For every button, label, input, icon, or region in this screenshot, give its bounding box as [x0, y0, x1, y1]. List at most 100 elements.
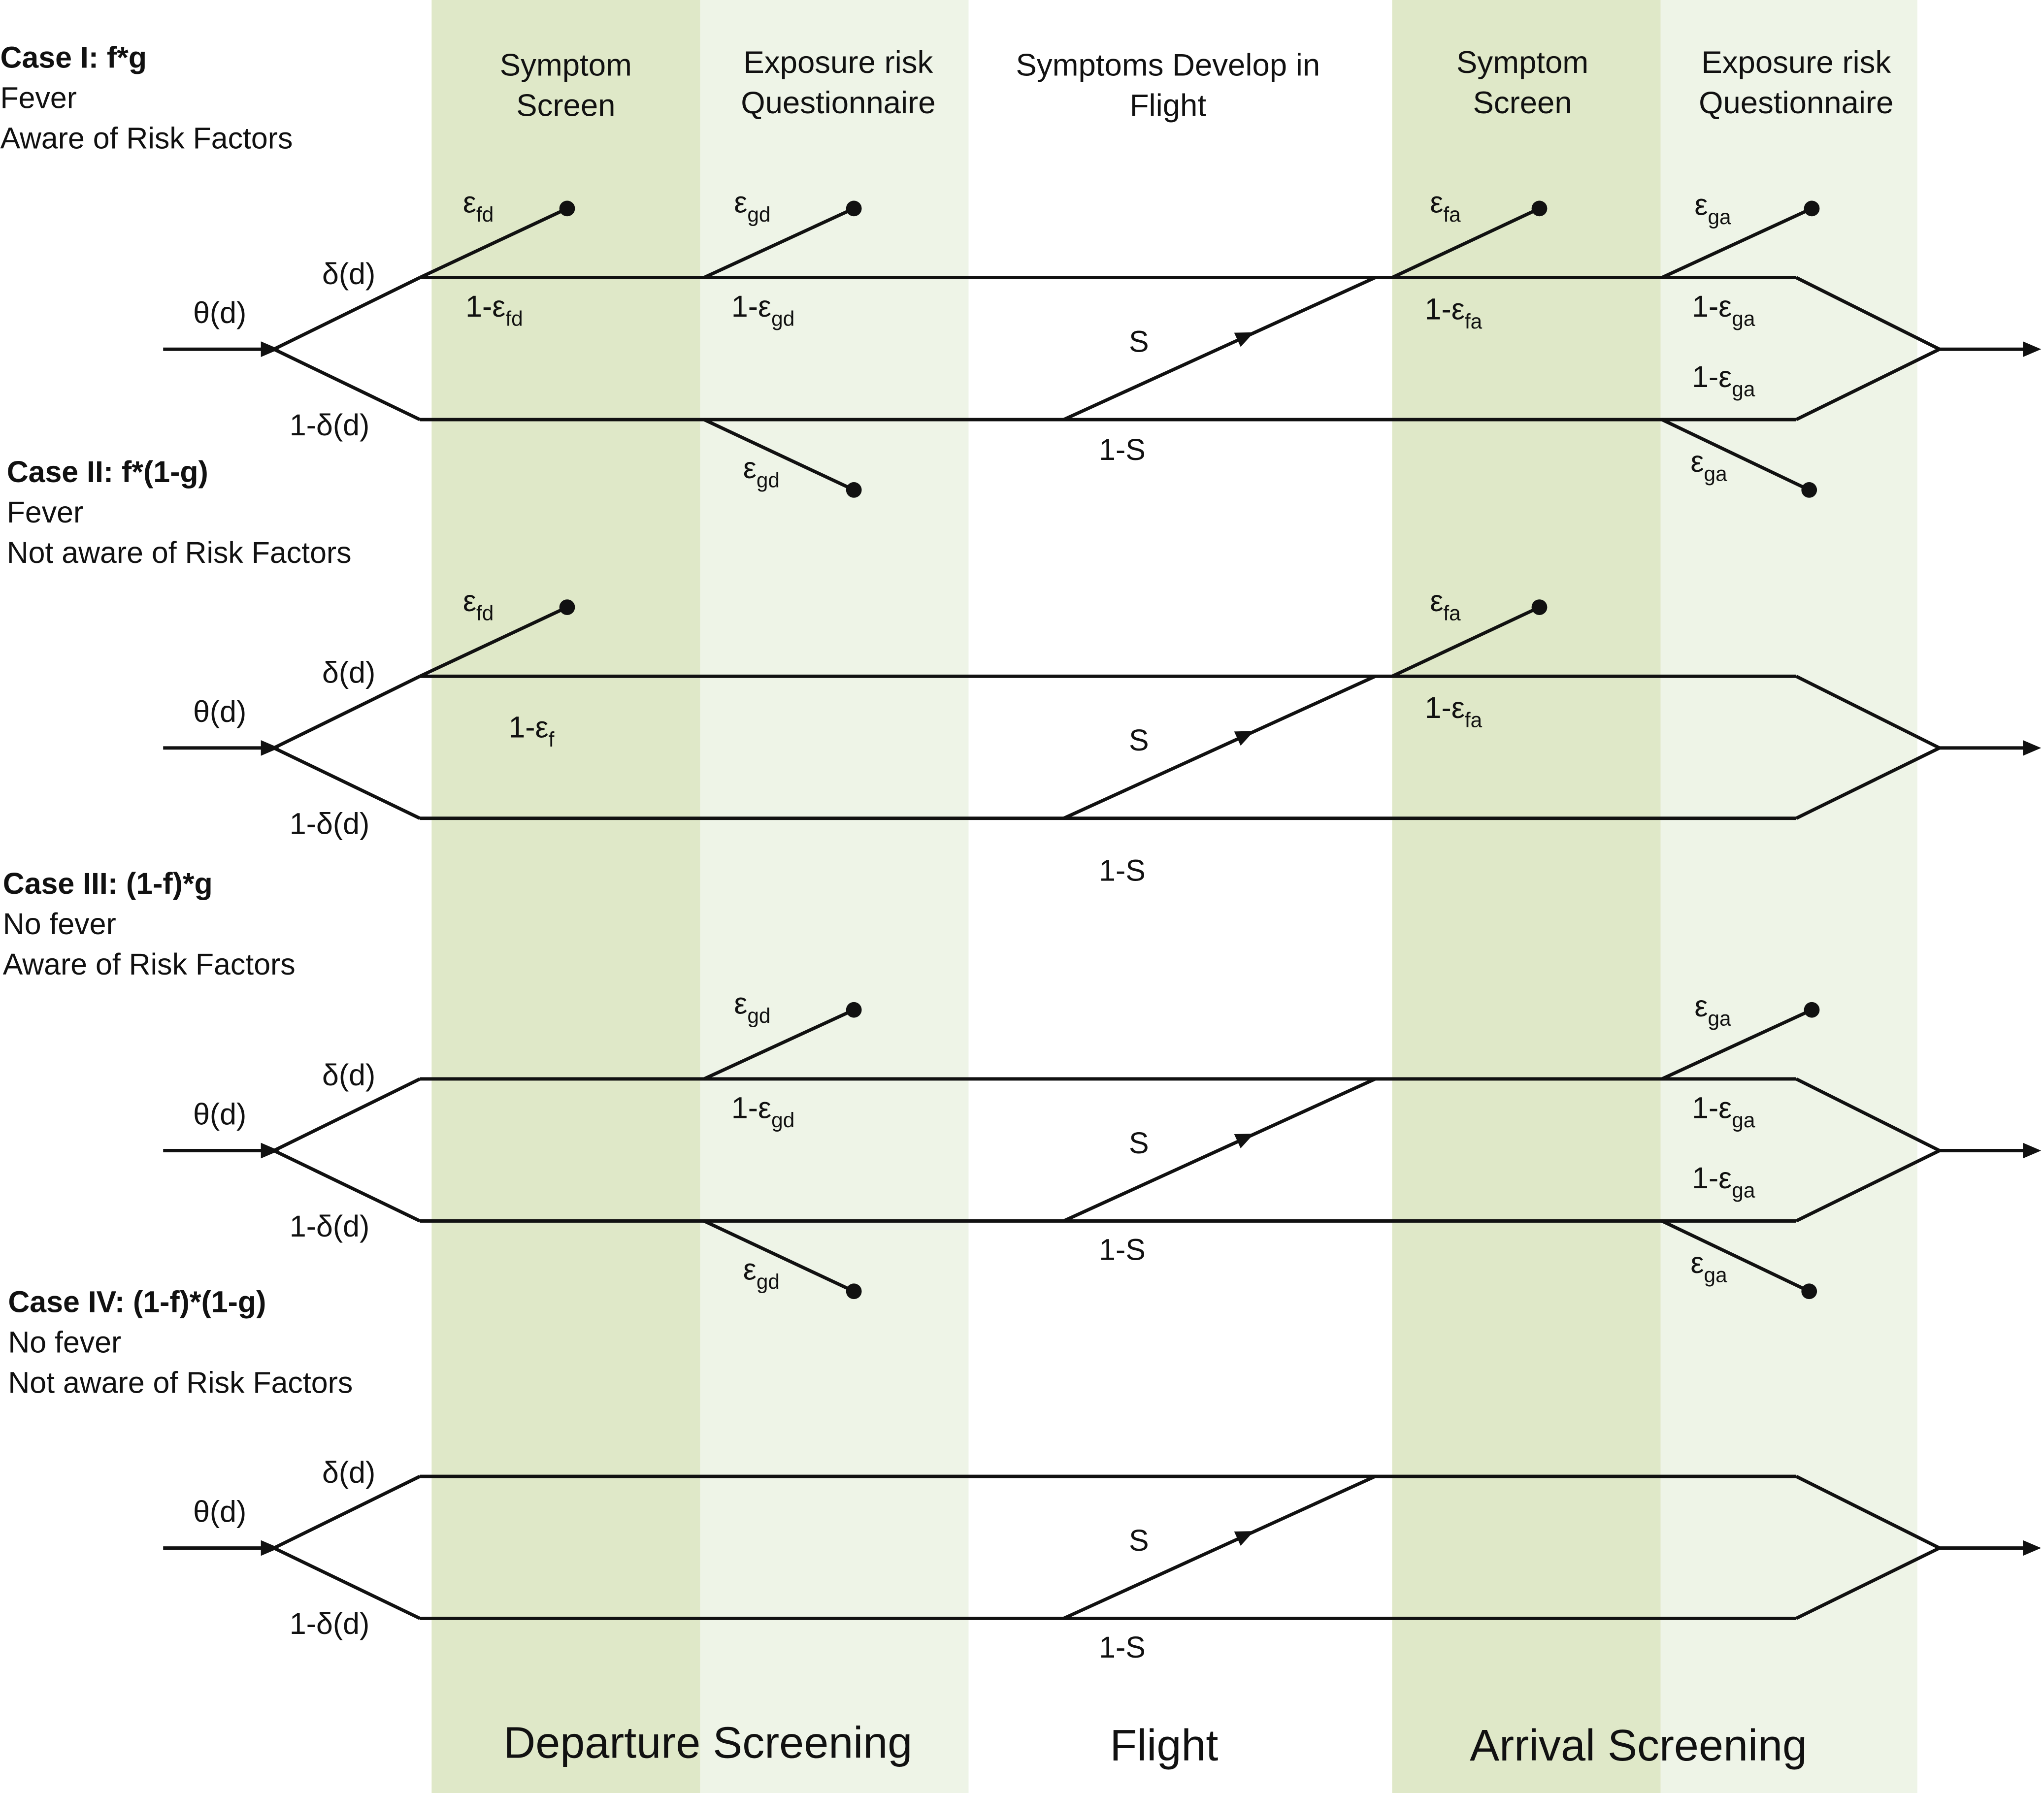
epsilon: ε [1430, 584, 1443, 618]
case-title: Case II: f*(1-g) [7, 455, 208, 489]
header-arr-symptom-2: Screen [1473, 86, 1572, 120]
subscript: gd [757, 469, 780, 492]
upper-branch [273, 1077, 421, 1152]
subscript: ga [1732, 377, 1755, 400]
eps-fa-label: εfa [1430, 185, 1461, 226]
dep-questionnaire-fail-upper [703, 207, 855, 279]
epsilon: ε [1694, 989, 1708, 1023]
subscript: fd [476, 602, 494, 625]
lower-branch [273, 348, 421, 422]
epsilon: ε [1690, 445, 1704, 478]
dep-symptom-fail-branch [419, 605, 568, 678]
epsilon: ε [734, 185, 747, 219]
subscript: ga [1708, 1007, 1731, 1030]
eps-fa-label: εfa [1430, 584, 1461, 625]
one-minus-delta-label: 1-δ(d) [290, 1209, 369, 1243]
one-minus: 1- [465, 290, 492, 323]
terminal-dot [1801, 482, 1817, 498]
one-minus-eps-fd-label: 1-εfd [465, 290, 523, 330]
epsilon: ε [1718, 1091, 1732, 1124]
subscript: gd [771, 1108, 794, 1132]
terminal-dot [846, 1283, 862, 1300]
one-minus-s-label: 1-S [1099, 1630, 1146, 1664]
subscript: ga [1732, 307, 1755, 330]
delta-label: δ(d) [322, 1456, 375, 1489]
input-arrowhead [261, 341, 279, 358]
one-minus-eps-ga-upper-label: 1-εga [1692, 290, 1755, 330]
subscript: fa [1443, 203, 1461, 226]
case-fever-status: Fever [0, 81, 77, 115]
lower-merge [1795, 1149, 1941, 1223]
subscript: gd [757, 1270, 780, 1293]
one-minus-s-label: 1-S [1099, 854, 1146, 887]
eps-fd-label: εfd [463, 584, 494, 625]
subscript: fd [476, 203, 494, 226]
one-minus-eps-ga-upper-label: 1-εga [1692, 1091, 1755, 1132]
s-label: S [1129, 325, 1149, 358]
terminal-dot [559, 599, 575, 615]
lower-branch [273, 746, 421, 820]
upper-branch [273, 276, 421, 351]
epsilon: ε [758, 1091, 771, 1124]
footer-departure-screening: Departure Screening [503, 1719, 912, 1768]
case-fever-status: No fever [3, 907, 116, 941]
delta-label: δ(d) [322, 1058, 375, 1092]
header-dep-symptom-2: Screen [516, 89, 615, 123]
output-arrowhead [2023, 740, 2042, 756]
one-minus-eps-ga-lower-label: 1-εga [1692, 1161, 1755, 1202]
theta-label: θ(d) [193, 296, 246, 329]
one-minus: 1- [1425, 292, 1451, 326]
header-dep-symptom-1: Symptom [500, 48, 632, 82]
eps-gd-upper-label: εgd [734, 987, 770, 1028]
case-fever-status: Fever [7, 495, 84, 529]
one-minus-eps-gd-label: 1-εgd [731, 1091, 794, 1132]
eps-gd-lower-label: εgd [743, 1252, 780, 1293]
upper-merge [1795, 675, 1941, 750]
s-label: S [1129, 723, 1149, 757]
departure-symptom-band [431, 0, 700, 1793]
symptom-develop-arrowhead [1234, 1531, 1254, 1546]
case-risk-awareness: Aware of Risk Factors [3, 947, 296, 981]
arrival-symptom-band [1392, 0, 1661, 1793]
arr-questionnaire-fail-lower [1661, 1219, 1810, 1293]
epsilon: ε [1718, 360, 1732, 393]
terminal-dot [1804, 1002, 1820, 1018]
eps-ga-lower-label: εga [1690, 445, 1727, 486]
eps-gd-upper-label: εgd [734, 185, 770, 226]
one-minus-eps-fa-label: 1-εfa [1425, 292, 1483, 333]
header-flight-2: Flight [1130, 89, 1207, 123]
footer-arrival-screening: Arrival Screening [1470, 1721, 1807, 1770]
eps-ga-upper-label: εga [1694, 188, 1731, 229]
terminal-dot [1801, 1283, 1817, 1300]
epsilon: ε [1718, 290, 1732, 323]
subscript: ga [1704, 462, 1728, 485]
eps-gd-lower-label: εgd [743, 451, 780, 492]
symptom-develop-line [1063, 276, 1376, 422]
subscript: ga [1732, 1179, 1755, 1202]
lower-merge [1795, 348, 1941, 422]
one-minus-eps-ga-lower-label: 1-εga [1692, 360, 1755, 401]
subscript: fd [505, 307, 523, 330]
eps-ga-lower-label: εga [1690, 1246, 1727, 1287]
one-minus: 1- [1692, 1091, 1718, 1124]
header-arr-symptom-1: Symptom [1456, 45, 1588, 80]
one-minus: 1- [1692, 1161, 1718, 1195]
case-title: Case IV: (1-f)*(1-g) [8, 1285, 266, 1319]
subscript: fa [1443, 602, 1461, 625]
subscript: gd [747, 203, 770, 226]
terminal-dot [846, 200, 862, 217]
header-arr-exposure-2: Questionnaire [1699, 86, 1893, 120]
arr-questionnaire-fail-upper [1661, 1008, 1813, 1081]
upper-merge [1795, 1077, 1941, 1152]
header-flight-1: Symptoms Develop in [1016, 48, 1320, 82]
theta-label: θ(d) [193, 695, 246, 728]
subscript: gd [747, 1004, 770, 1027]
symptom-develop-line [1063, 1077, 1376, 1223]
lower-merge [1795, 1546, 1941, 1620]
symptom-develop-line [1063, 1474, 1376, 1620]
one-minus-eps-fa-label: 1-εfa [1425, 691, 1483, 732]
s-label: S [1129, 1524, 1149, 1557]
